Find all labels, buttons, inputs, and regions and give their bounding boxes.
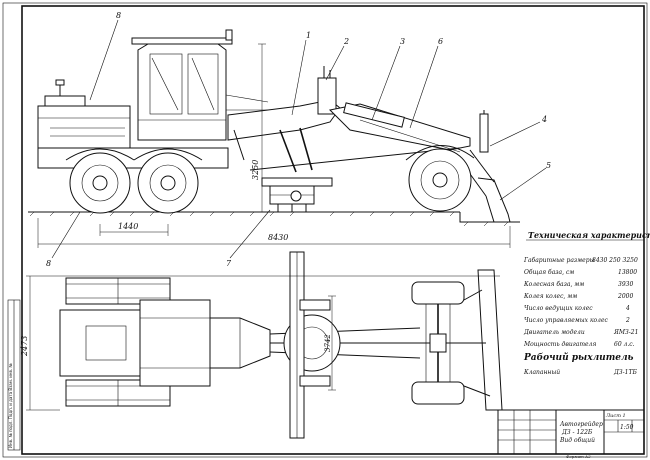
spec-label-1: Общая база, см [524, 269, 574, 276]
front-fender [405, 145, 475, 161]
spec-label-6: Двигатель модели [523, 329, 585, 336]
blade-circle-top [283, 251, 341, 439]
specs-heading: Техническая характеристика [528, 230, 650, 240]
callout-label-4: 4 [541, 115, 547, 124]
front-wheel [408, 148, 472, 212]
callout-label-1: 1 [306, 31, 311, 40]
engine-hood [37, 79, 131, 149]
rear-wheel-1 [69, 152, 131, 214]
front-blade-top [446, 269, 503, 411]
length-dimension [37, 218, 511, 248]
callout-label-5: 5 [546, 161, 551, 170]
spec-value-3: 2000 [617, 293, 633, 300]
wheelbase-dimension [99, 224, 169, 236]
callout-label-8-bottom: 8 [46, 259, 51, 268]
spec-label-2: Колесная база, мм [523, 281, 584, 288]
circle-blade [261, 177, 333, 212]
callout-label-3: 3 [400, 37, 405, 46]
spec-label-5: Число управляемых колес [524, 317, 609, 324]
spec-value-4: 4 [625, 305, 630, 312]
title-block [497, 409, 645, 455]
spec-value-0: 8430 250 3250 [592, 257, 638, 264]
rear-wheel-2 [137, 152, 199, 214]
ground-step [459, 212, 520, 223]
spec-value-9: ДЗ-1ТБ [613, 369, 637, 376]
cab [131, 29, 270, 141]
spec-label-0: Габаритные размеры [523, 257, 595, 264]
blade-width-dimension [328, 295, 336, 391]
callout-leaders [51, 19, 547, 259]
specs-block: Техническая характеристика Габаритные ра… [523, 230, 650, 376]
spec-label-4: Число ведущих колес [524, 305, 593, 312]
callout-label-2: 2 [343, 37, 349, 46]
length-value: 8430 [268, 233, 288, 242]
width-dimension [26, 275, 60, 411]
callout-label-7: 7 [226, 259, 232, 268]
spec-value-2: 3930 [618, 281, 633, 288]
height-dimension [258, 43, 266, 213]
rear-fender-1 [65, 148, 135, 161]
title-scale: 1:50 [620, 424, 634, 431]
side-stamp: Инв. № подл. Подп. и дата Взам. инв. № [7, 299, 21, 451]
title-name-line1: Автогрейдер [559, 421, 603, 428]
callout-label-8-top: 8 [116, 11, 121, 20]
cab-top [139, 299, 211, 387]
spec-value-1: 13800 [618, 269, 637, 276]
spec-value-7: 60 л.с. [614, 341, 635, 348]
rear-fender-2 [133, 148, 203, 161]
wheelbase-value: 1440 [118, 222, 138, 231]
blade-width-value: 3742 [324, 334, 332, 352]
spec-label-9: Клапанный [523, 369, 560, 376]
height-value: 3250 [251, 160, 260, 180]
callout-label-6: 6 [438, 37, 443, 46]
title-footer: Формат А2 [566, 454, 591, 459]
title-name-line2: ДЗ - 122Б [561, 429, 593, 436]
side-view: 8 1 2 3 6 4 5 7 8 3250 1440 8430 [28, 11, 551, 268]
front-axle-top [411, 281, 465, 405]
spec-label-7: Мощность двигателя [523, 341, 596, 348]
spec-label-3: Колея колес, мм [523, 293, 577, 300]
top-view: 2473 [20, 251, 503, 439]
spec-value-6: ЯМЗ-21 [613, 329, 638, 336]
title-name-line3: Вид общий [559, 437, 595, 444]
spec-value-5: 2 [625, 317, 630, 324]
title-sheet: Лист 1 [605, 413, 626, 419]
spec-label-8: Рабочий рыхлитель [523, 352, 634, 363]
width-value: 2473 [20, 336, 29, 357]
side-stamp-text: Инв. № подл. Подп. и дата Взам. инв. № [8, 363, 13, 448]
inner-frame [21, 5, 645, 455]
hydraulic-cylinders [233, 127, 313, 173]
